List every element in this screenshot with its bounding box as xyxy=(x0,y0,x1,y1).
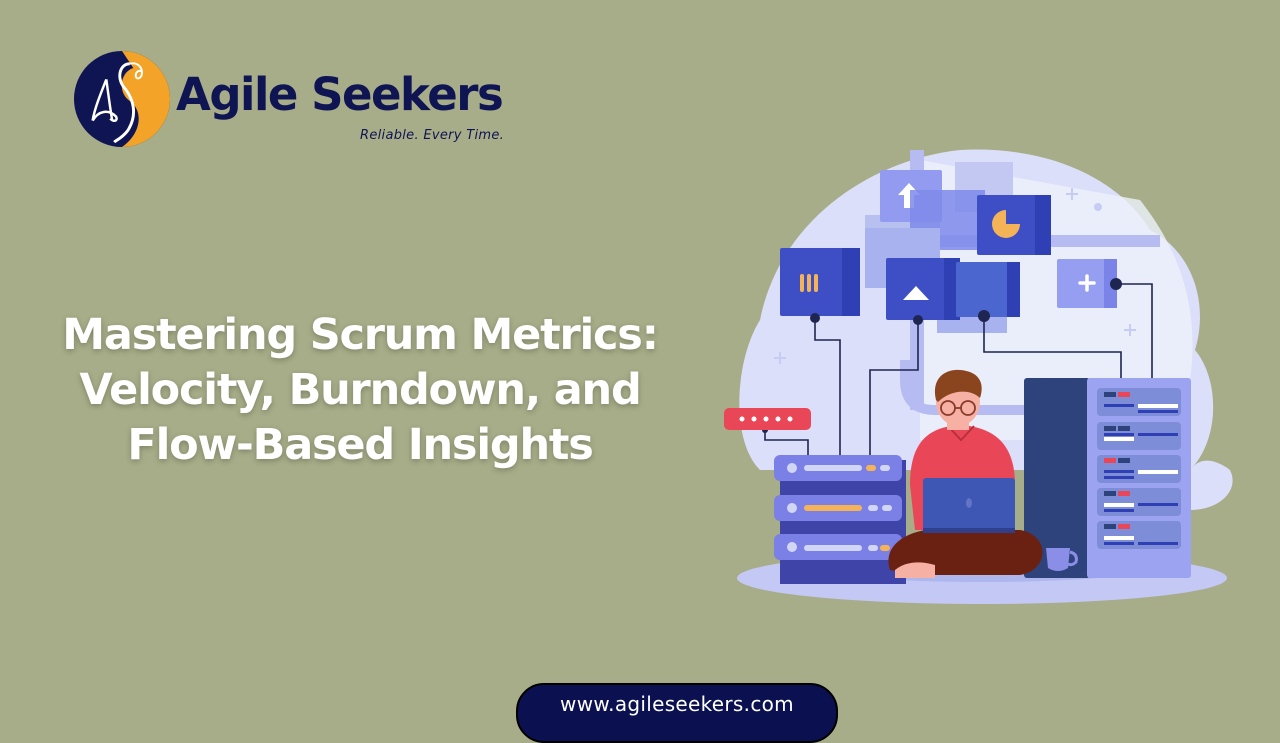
plus-icon xyxy=(1078,274,1096,292)
website-url-link[interactable]: www.agileseekers.com xyxy=(516,683,838,743)
coffee-cup-icon xyxy=(1046,548,1078,571)
brand-tagline: Reliable. Every Time. xyxy=(360,128,505,143)
headline-line-2: Velocity, Burndown, and xyxy=(79,365,641,415)
brand-logo: Agile Seekers Reliable. Every Time. xyxy=(73,50,504,148)
page-title: Mastering Scrum Metrics: Velocity, Burnd… xyxy=(40,308,680,473)
brand-name: Agile Seekers xyxy=(176,68,504,121)
person-figure xyxy=(888,369,1043,578)
headline-line-3: Flow-Based Insights xyxy=(127,420,593,470)
as-swan-monogram-icon xyxy=(73,50,171,148)
pie-chart-icon xyxy=(992,210,1020,238)
headline-line-1: Mastering Scrum Metrics: xyxy=(62,310,659,360)
server-rack-icon xyxy=(1024,378,1191,578)
server-stack xyxy=(774,455,906,584)
bars-icon xyxy=(800,274,818,292)
triangle-icon xyxy=(903,286,929,300)
upload-arrow-icon xyxy=(898,183,920,208)
person-with-laptop-servers-illustration xyxy=(724,149,1233,604)
